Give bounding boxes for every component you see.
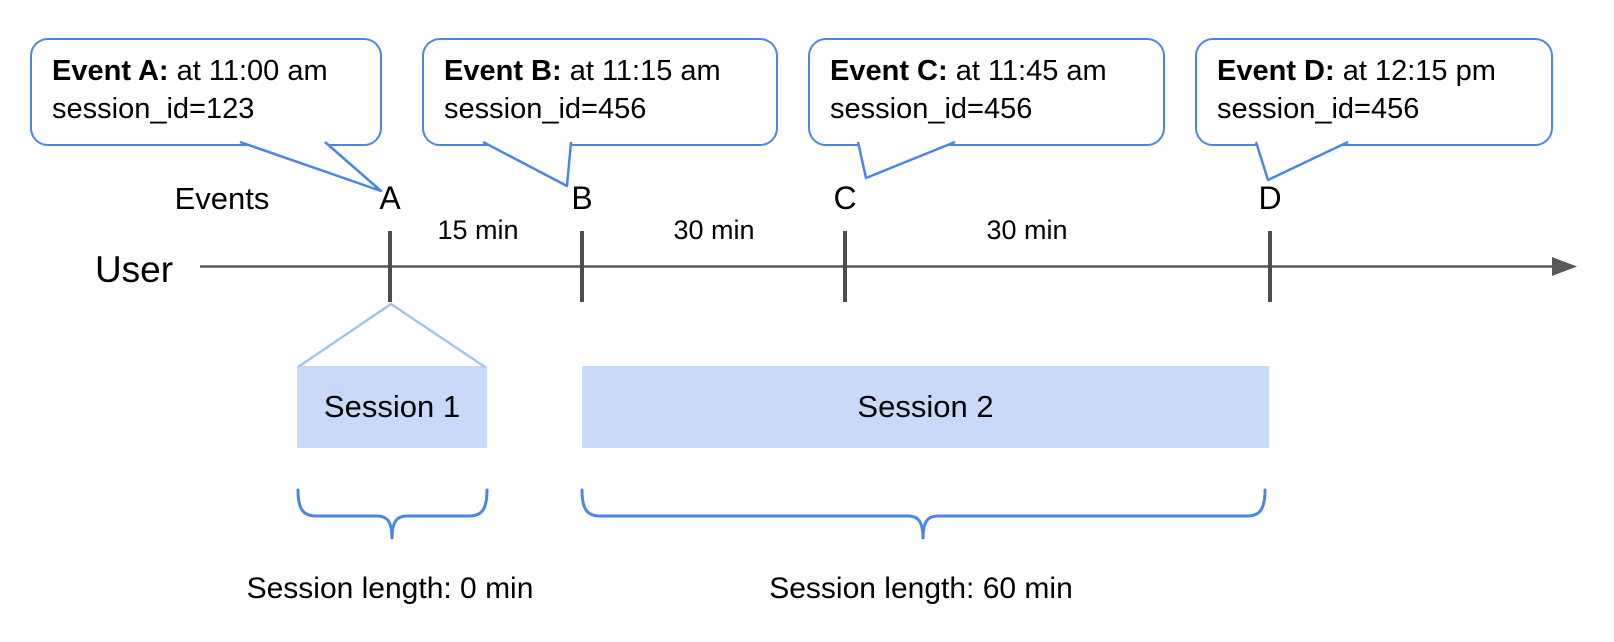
event-c-session-id: session_id=456 [830,93,1033,125]
session-1-box: Session 1 [297,366,487,448]
callout-line-1: Event D: at 12:15 pm [1217,52,1541,90]
session-2-label: Session 2 [857,389,994,424]
session-1-length-label: Session length: 0 min [246,572,534,605]
event-a-callout-tail [239,140,383,193]
event-a-label: A [379,180,401,216]
session-2-box: Session 2 [582,366,1269,448]
callout-line-1: Event A: at 11:00 am [52,52,370,90]
session-2-length-label: Session length: 60 min [769,572,1073,605]
event-d-callout-tail [1254,140,1349,182]
event-c-callout-tail [856,140,956,180]
interval-c-d-label: 30 min [986,215,1068,245]
event-d-name: Event D: [1217,55,1335,87]
event-c-callout: Event C: at 11:45 am session_id=456 [808,38,1165,146]
event-b-session-id: session_id=456 [444,93,647,125]
event-b-name: Event B: [444,55,562,87]
callout-line-1: Event B: at 11:15 am [444,52,766,90]
session-1-brace [296,488,489,540]
session-2-brace [580,488,1267,540]
event-a-name: Event A: [52,55,169,87]
event-d-callout: Event D: at 12:15 pm session_id=456 [1195,38,1553,146]
event-a-session-id: session_id=123 [52,93,255,125]
event-a-time: at 11:00 am [168,55,328,87]
event-b-label: B [571,180,593,216]
session-1-funnel [297,302,486,369]
event-b-time: at 11:15 am [561,55,721,87]
timeline-arrowhead-right-icon [1552,257,1577,276]
event-c-name: Event C: [830,55,948,87]
event-b-callout-tail [482,140,573,188]
event-b-callout: Event B: at 11:15 am session_id=456 [422,38,778,146]
event-d-label: D [1258,180,1282,216]
interval-b-c-label: 30 min [673,215,755,245]
session-1-label: Session 1 [323,389,461,424]
callout-line-1: Event C: at 11:45 am [830,52,1153,90]
user-row-label: User [94,249,174,290]
event-d-time: at 12:15 pm [1334,55,1496,87]
event-c-time: at 11:45 am [947,55,1107,87]
event-a-callout: Event A: at 11:00 am session_id=123 [30,38,382,146]
interval-a-b-label: 15 min [437,215,519,245]
event-d-session-id: session_id=456 [1217,93,1420,125]
event-c-label: C [833,180,857,216]
events-row-label: Events [174,181,270,216]
